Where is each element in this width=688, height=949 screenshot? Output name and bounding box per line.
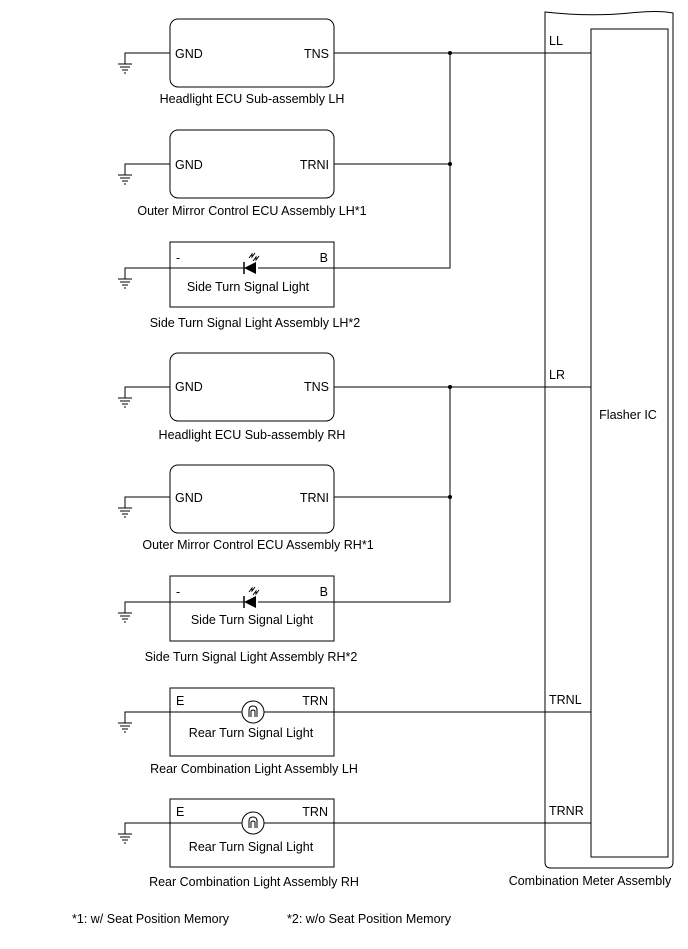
led-icon	[243, 252, 260, 274]
footnote-2: *2: w/o Seat Position Memory	[287, 912, 452, 926]
junction-dot	[448, 495, 452, 499]
wires	[124, 51, 591, 834]
pin-trni: TRNI	[300, 158, 329, 172]
rear-turn-lh-inner-label: Rear Turn Signal Light	[189, 726, 314, 740]
bulb-icon	[241, 700, 265, 724]
side-turn-rh-inner-label: Side Turn Signal Light	[191, 613, 314, 627]
pin-gnd: GND	[175, 380, 203, 394]
wire-label-trnl: TRNL	[549, 693, 582, 707]
wire-label-trnr: TRNR	[549, 804, 584, 818]
rear-combination-rh-caption: Rear Combination Light Assembly RH	[149, 875, 359, 889]
ground-icon	[118, 174, 132, 185]
ground-icon	[118, 612, 132, 623]
rear-turn-rh-inner-label: Rear Turn Signal Light	[189, 840, 314, 854]
pin-e: E	[176, 805, 184, 819]
ground-icon	[118, 397, 132, 408]
side-turn-signal-light-lh: - B Side Turn Signal Light Side Turn Sig…	[150, 241, 361, 330]
ground-icon	[118, 278, 132, 289]
combination-meter-assembly: Flasher IC Combination Meter Assembly	[509, 11, 674, 888]
pin-b: B	[320, 585, 328, 599]
side-turn-lh-inner-label: Side Turn Signal Light	[187, 280, 310, 294]
pin-tns: TNS	[304, 380, 329, 394]
ground-symbols	[118, 63, 132, 844]
rear-combination-light-rh: E TRN Rear Turn Signal Light Rear Combin…	[149, 798, 359, 889]
footnote-1: *1: w/ Seat Position Memory	[72, 912, 230, 926]
meter-pin-labels: LL LR TRNL TRNR	[549, 34, 584, 818]
side-turn-rh-caption: Side Turn Signal Light Assembly RH*2	[145, 650, 358, 664]
flasher-ic-label: Flasher IC	[599, 408, 657, 422]
wire-label-lr: LR	[549, 368, 565, 382]
rear-combination-lh-caption: Rear Combination Light Assembly LH	[150, 762, 358, 776]
pin-minus: -	[176, 251, 180, 265]
ground-icon	[118, 722, 132, 733]
flasher-ic-box	[590, 28, 669, 858]
pin-gnd: GND	[175, 47, 203, 61]
ground-icon	[118, 63, 132, 74]
outer-mirror-ecu-lh-caption: Outer Mirror Control ECU Assembly LH*1	[137, 204, 366, 218]
pin-gnd: GND	[175, 158, 203, 172]
headlight-ecu-lh-caption: Headlight ECU Sub-assembly LH	[160, 92, 345, 106]
side-turn-signal-light-rh: - B Side Turn Signal Light Side Turn Sig…	[145, 575, 358, 664]
ground-icon	[118, 507, 132, 518]
pin-e: E	[176, 694, 184, 708]
pin-trn: TRN	[302, 805, 328, 819]
pin-trni: TRNI	[300, 491, 329, 505]
bulb-icon	[241, 811, 265, 835]
headlight-ecu-rh: GND TNS Headlight ECU Sub-assembly RH	[159, 352, 346, 442]
headlight-ecu-rh-caption: Headlight ECU Sub-assembly RH	[159, 428, 346, 442]
ground-icon	[118, 833, 132, 844]
junction-dot	[448, 162, 452, 166]
pin-minus: -	[176, 585, 180, 599]
junction-dot	[448, 385, 452, 389]
pin-trn: TRN	[302, 694, 328, 708]
led-icon	[243, 586, 260, 608]
outer-mirror-ecu-lh: GND TRNI Outer Mirror Control ECU Assemb…	[137, 129, 367, 218]
outer-mirror-ecu-rh: GND TRNI Outer Mirror Control ECU Assemb…	[142, 464, 374, 552]
pin-b: B	[320, 251, 328, 265]
combination-meter-caption: Combination Meter Assembly	[509, 874, 672, 888]
junction-dot	[448, 51, 452, 55]
outer-mirror-ecu-rh-caption: Outer Mirror Control ECU Assembly RH*1	[142, 538, 373, 552]
side-turn-lh-caption: Side Turn Signal Light Assembly LH*2	[150, 316, 361, 330]
headlight-ecu-lh: GND TNS Headlight ECU Sub-assembly LH	[160, 18, 345, 106]
pin-gnd: GND	[175, 491, 203, 505]
wire-label-ll: LL	[549, 34, 563, 48]
pin-tns: TNS	[304, 47, 329, 61]
